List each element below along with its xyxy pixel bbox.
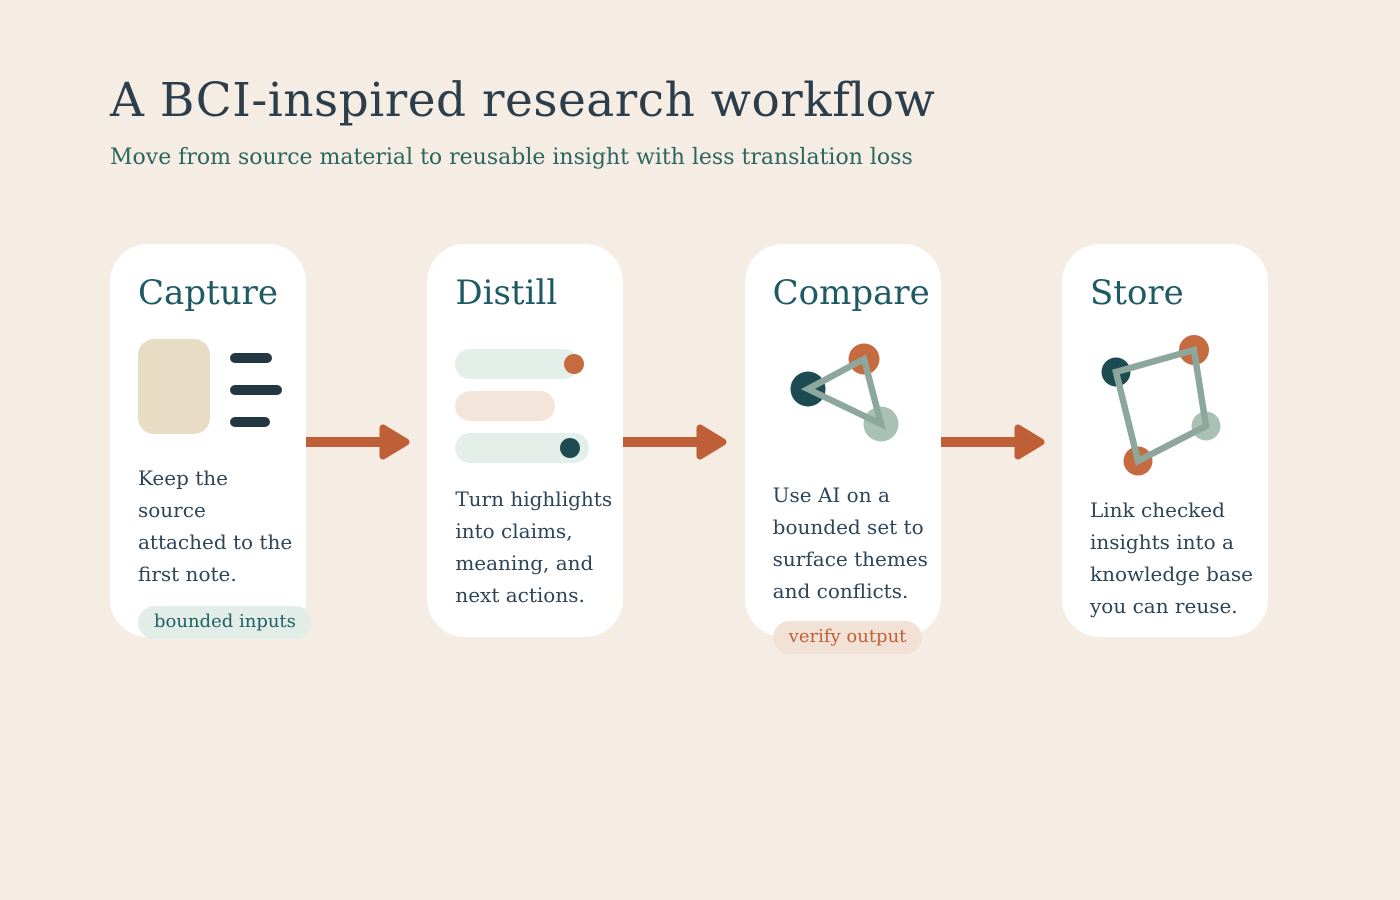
step-card-distill: Distill Turn highlights into claims, mea… <box>427 244 624 637</box>
flow-arrow <box>940 420 1062 464</box>
step-title: Compare <box>772 273 930 313</box>
highlight-bar <box>455 391 556 421</box>
teal-node-dot <box>560 438 581 458</box>
highlight-bars-icon <box>455 349 615 463</box>
verify-output-badge: verify output <box>772 621 923 654</box>
step-description: Link checked insights into a knowledge b… <box>1089 498 1254 618</box>
source-note-icon <box>138 339 298 434</box>
right-arrow-icon <box>306 424 410 460</box>
page-subtitle: Move from source material to reusable in… <box>110 145 913 170</box>
step-description: Turn highlights into claims, meaning, an… <box>455 487 613 607</box>
note-page-shape <box>138 339 210 434</box>
step-card-store: Store Link checked insights into a knowl… <box>1061 244 1268 637</box>
step-card-capture: Capture Keep the source attached to the … <box>110 244 312 639</box>
step-title: Distill <box>455 273 558 313</box>
page-title: A BCI-inspired research workflow <box>110 73 936 128</box>
flow-arrow <box>306 420 427 464</box>
step-description: Use AI on a bounded set to surface theme… <box>772 483 928 603</box>
orange-node-dot <box>564 354 585 374</box>
triangle-nodes-icon <box>790 343 899 442</box>
step-title: Capture <box>138 273 278 313</box>
step-description: Keep the source attached to the first no… <box>138 466 293 586</box>
workflow-steps-row: Capture Keep the source attached to the … <box>110 244 1268 654</box>
bounded-inputs-badge: bounded inputs <box>138 606 312 639</box>
highlight-bar <box>455 433 590 463</box>
flow-arrow <box>623 420 744 464</box>
text-lines-glyph <box>230 339 282 434</box>
right-arrow-icon <box>623 424 727 460</box>
step-title: Store <box>1089 273 1184 313</box>
step-card-compare: Compare Use AI on a bounded set to surfa… <box>744 244 941 654</box>
highlight-bar <box>455 349 585 379</box>
workflow-infographic: A BCI-inspired research workflow Move fr… <box>110 73 1268 654</box>
linked-nodes-icon <box>1101 335 1221 476</box>
right-arrow-icon <box>940 424 1045 460</box>
